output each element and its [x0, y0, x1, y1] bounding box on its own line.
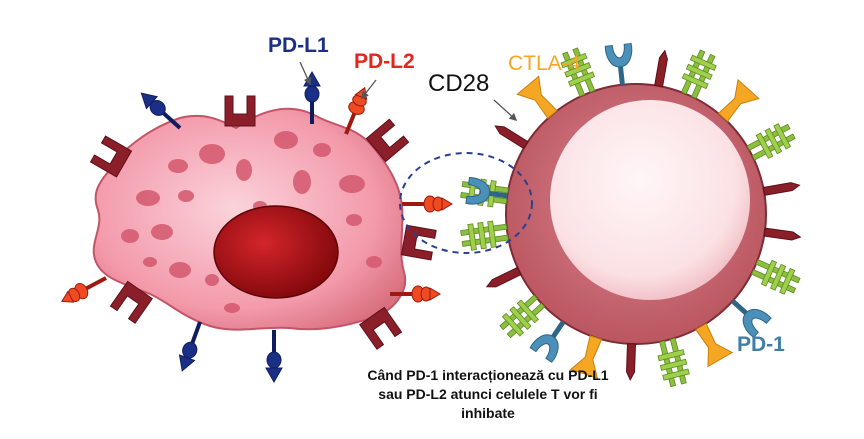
ctla-4-label: CTLA-4 [508, 52, 581, 75]
pd-l2-ligand [58, 271, 110, 309]
cd28-arrow [493, 99, 518, 122]
caption-line: Când PD-1 interacționează cu PD-L1 [367, 367, 609, 383]
caption-line: inhibate [461, 405, 515, 421]
pd-1-label: PD-1 [737, 333, 785, 356]
pd-l2-label: PD-L2 [354, 50, 415, 73]
pd-1-receptor [605, 44, 635, 87]
t-cell [459, 44, 803, 389]
t-cell-stalk-receptor [484, 266, 522, 291]
cd28-receptor [676, 47, 720, 101]
t-cell-stalk-receptor [492, 122, 529, 149]
t-cell-stalk-receptor [763, 227, 802, 242]
cancer-cell-vesicles [121, 131, 382, 313]
dark-receptor [224, 95, 256, 127]
pd-l1-ligand [172, 317, 210, 376]
cancer-cell [58, 70, 454, 384]
t-cell-stalk-receptor [654, 49, 670, 88]
diagram-caption: Când PD-1 interacționează cu PD-L1 sau P… [318, 366, 658, 423]
t-cell-stalk-receptor [762, 180, 801, 196]
cd28-receptor [654, 336, 692, 389]
cd28-receptor [749, 254, 803, 298]
t-cell-interior [550, 100, 750, 300]
pd-l2-ligand [400, 194, 454, 214]
interaction-highlight [399, 152, 533, 254]
pd-l2-arrow [361, 79, 377, 100]
cd28-receptor [459, 218, 510, 252]
cancer-cell-nucleus [213, 205, 339, 299]
caption-line: sau PD-L2 atunci celulele T vor fi [378, 386, 598, 402]
dark-receptor [400, 224, 437, 261]
pd-l1-arrow [299, 61, 311, 86]
cd28-label: CD28 [428, 70, 490, 97]
pd-l1-label: PD-L1 [268, 34, 329, 57]
pd-l1-ligand [264, 328, 284, 384]
